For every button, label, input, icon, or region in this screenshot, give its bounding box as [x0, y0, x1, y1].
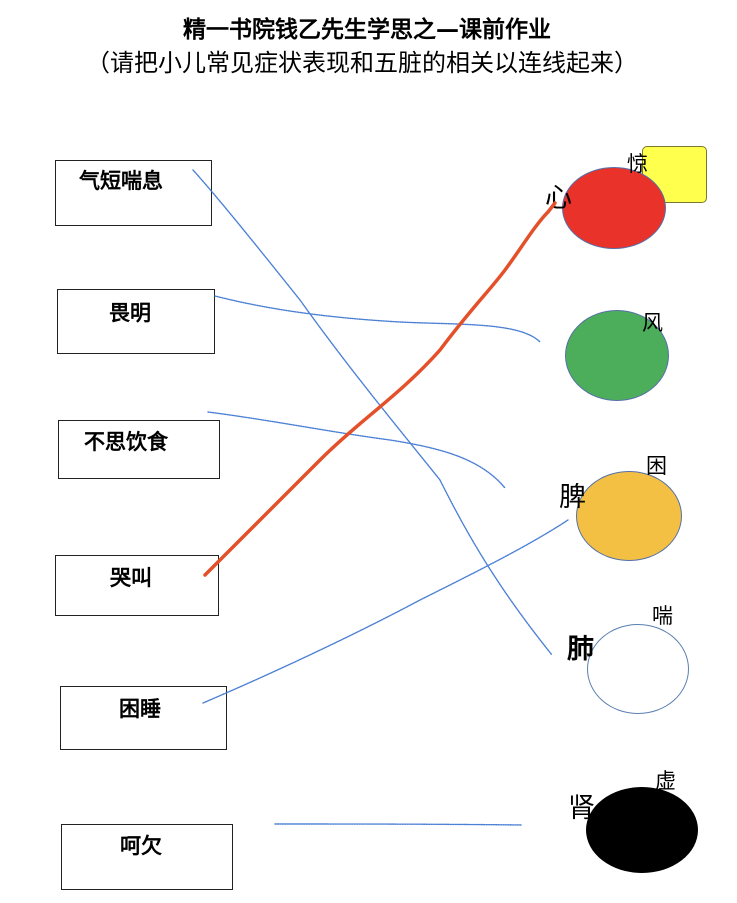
line-haqian-to-kidney — [274, 823, 523, 826]
page-title: 精一书院钱乙先生学思之—课前作业 — [183, 17, 551, 43]
emotion-label-kidney: 虚 — [655, 769, 676, 793]
emotion-label-lung: 喘 — [652, 604, 673, 628]
organ-label-spleen: 脾 — [559, 482, 586, 513]
symptom-label-3: 不思饮食 — [84, 430, 168, 454]
line-weiming-to-liver — [214, 295, 541, 343]
line-qiduan-to-lung — [192, 169, 553, 656]
organ-circle-kidney[interactable] — [586, 787, 698, 873]
organ-label-lung: 肺 — [567, 634, 594, 665]
organ-label-kidney: 肾 — [568, 793, 595, 824]
symptom-box-1[interactable] — [55, 160, 212, 226]
organ-label-heart: 心 — [545, 183, 572, 214]
symptom-label-5: 困睡 — [119, 697, 161, 721]
emotion-label-spleen: 困 — [646, 454, 667, 478]
organ-circle-spleen[interactable] — [576, 471, 682, 561]
organ-circle-liver[interactable] — [565, 310, 669, 401]
symptom-label-6: 呵欠 — [120, 834, 162, 858]
symptom-box-2[interactable] — [57, 289, 215, 354]
symptom-box-5[interactable] — [60, 686, 227, 750]
line-kunshui-to-spleen — [202, 519, 569, 704]
symptom-box-6[interactable] — [61, 824, 233, 890]
symptom-label-4: 哭叫 — [110, 566, 152, 590]
line-kujiao-to-heart — [203, 201, 557, 577]
organ-circle-lung[interactable] — [587, 624, 689, 714]
symptom-box-4[interactable] — [55, 555, 219, 616]
emotion-label-liver: 风 — [642, 311, 663, 335]
symptom-label-2: 畏明 — [109, 301, 151, 325]
organ-circle-heart[interactable] — [562, 167, 666, 249]
symptom-label-1: 气短喘息 — [79, 169, 163, 193]
emotion-label-heart: 惊 — [627, 152, 648, 176]
instructions-text: （请把小儿常见症状表现和五脏的相关以连线起来） — [86, 49, 638, 77]
line-busi-to-spleen — [207, 411, 506, 489]
